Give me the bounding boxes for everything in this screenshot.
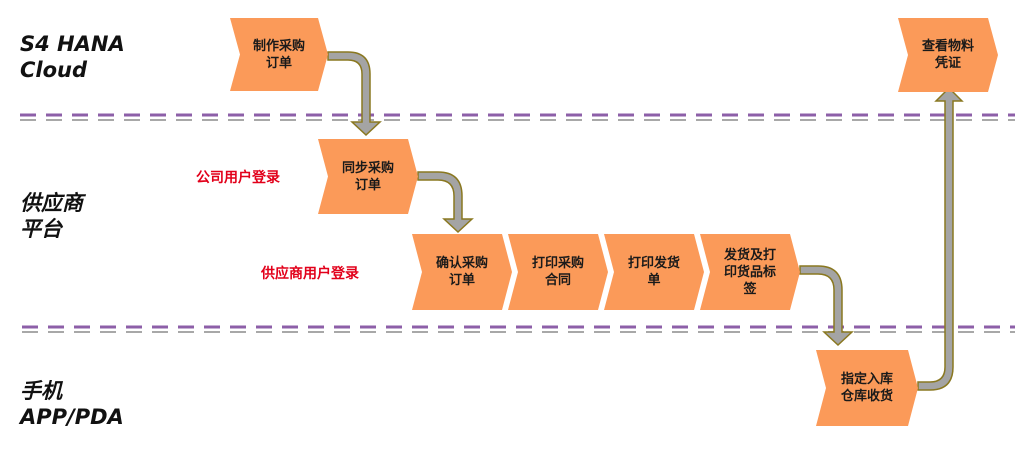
step-shape: [318, 139, 418, 214]
step-shape: [700, 234, 800, 310]
step-sync-po: 同步采购订单: [318, 139, 418, 214]
step-create-po: 制作采购订单: [230, 18, 328, 91]
step-print-contract: 打印采购合同: [508, 234, 608, 310]
step-print-delivery: 打印发货单: [604, 234, 704, 310]
step-shape: [508, 234, 608, 310]
step-shape: [604, 234, 704, 310]
lane-label-supplier-platform: 供应商平台: [20, 191, 83, 241]
step-receive: 指定入库仓库收货: [816, 350, 918, 426]
step-view-doc: 查看物料凭证: [898, 18, 998, 92]
arrow-create-to-sync: [327, 51, 382, 137]
step-ship-label: 发货及打印货品标签: [700, 234, 800, 310]
arrow-receive-to-view: [917, 86, 964, 391]
step-shape: [816, 350, 918, 426]
divider-bottom: [22, 325, 1015, 333]
step-shape: [412, 234, 512, 310]
supplier-login-note: 供应商用户登录: [261, 266, 359, 282]
step-shape: [230, 18, 328, 91]
company-login-note: 公司用户登录: [196, 170, 280, 186]
divider-top: [20, 113, 1015, 121]
step-shape: [898, 18, 998, 92]
step-confirm-po: 确认采购订单: [412, 234, 512, 310]
arrow-sync-to-confirm: [417, 171, 474, 234]
arrow-ship-to-receive: [799, 265, 854, 347]
